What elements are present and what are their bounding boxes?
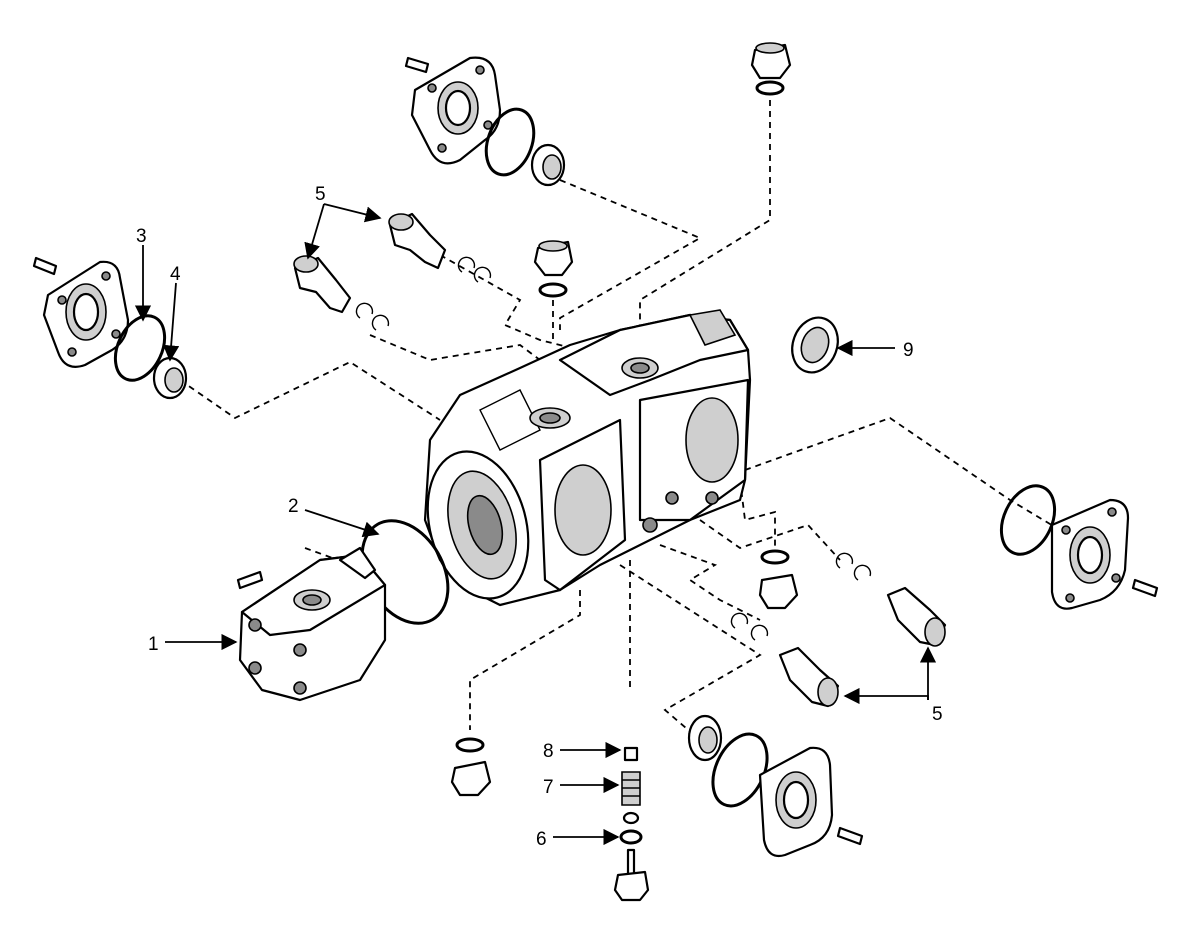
callout-5-top: 5 <box>315 184 326 205</box>
gear-pump-1 <box>236 546 387 702</box>
left-flange-assembly <box>32 256 188 400</box>
callout-8: 8 <box>543 741 554 762</box>
check-valve-stack <box>613 746 650 902</box>
callout-5-bottom: 5 <box>932 704 943 725</box>
top-flange-assembly <box>404 56 566 187</box>
callout-1: 1 <box>148 634 159 655</box>
callout-9: 9 <box>903 340 914 361</box>
upper-relief-valves <box>293 212 492 331</box>
bearing-ring-9 <box>791 316 839 374</box>
callout-6: 6 <box>536 829 547 850</box>
callout-3: 3 <box>136 226 147 247</box>
center-plug <box>533 240 574 298</box>
pump-body <box>423 309 752 607</box>
callout-labels: 1 2 3 4 5 5 6 7 8 9 <box>136 184 943 850</box>
lower-relief-valves <box>730 549 947 708</box>
bottom-flange-assembly <box>687 714 864 858</box>
callout-2: 2 <box>288 496 299 517</box>
bottom-plug <box>450 737 492 797</box>
callout-7: 7 <box>543 777 554 798</box>
callout-leaders <box>134 203 937 846</box>
right-flange-assembly <box>999 484 1159 610</box>
callout-4: 4 <box>170 264 181 285</box>
top-plug <box>750 42 792 96</box>
